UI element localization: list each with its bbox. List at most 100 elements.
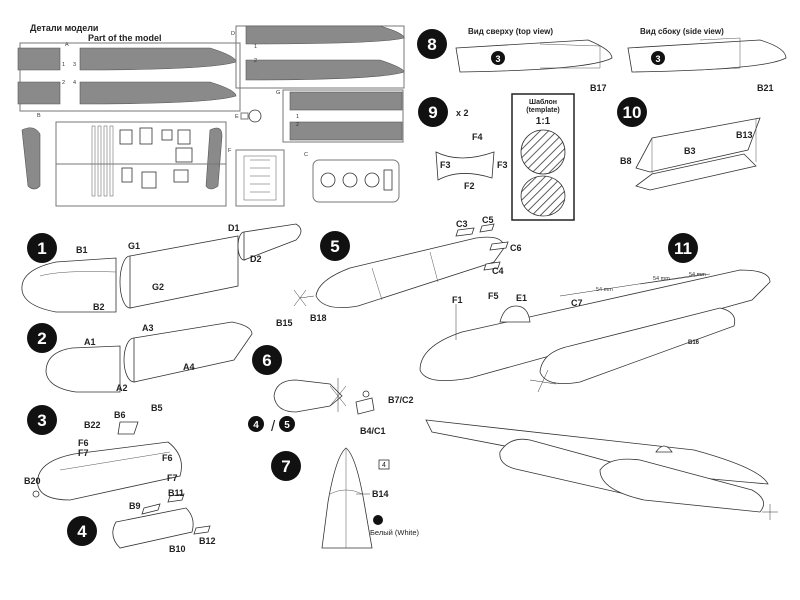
step-7-badge [271, 451, 301, 481]
step-11-label-f5: F5 [488, 291, 499, 301]
step-3-badge [27, 405, 57, 435]
step-11: 11 F1 F5 E1 C7 B16 54 mm 54 mm 54 mm [419, 233, 778, 520]
sprue-c: C [304, 152, 400, 203]
step-1-label-d1: D1 [228, 223, 240, 233]
template-title-en: (template) [526, 107, 559, 114]
step-2-label-a1: A1 [84, 337, 96, 347]
step-4-label-b9: B9 [129, 501, 141, 511]
template-disc-lower [520, 175, 566, 217]
step-1-label-b1: B1 [76, 245, 88, 255]
step-9-number: 9 [428, 103, 437, 122]
step-7-number: 7 [281, 457, 290, 476]
step-7: 7 4 B14 Белый (White) [271, 447, 420, 549]
step-5-label-c5: C5 [482, 215, 494, 225]
step-1-label-g1: G1 [128, 241, 140, 251]
step-4-label-b11: B11 [168, 488, 184, 498]
sprue-g-num-2: 2 [296, 122, 299, 128]
step-2-badge [27, 323, 57, 353]
step-3-label-b6: B6 [114, 410, 126, 420]
step-7-ref-box [378, 459, 390, 470]
step-3-label-b5: B5 [151, 403, 163, 413]
step-11-number: 11 [674, 239, 692, 258]
step-6-number: 6 [262, 351, 271, 370]
step-11-label-c7: C7 [571, 298, 583, 308]
step-11-dim-3: 54 mm [689, 272, 706, 278]
step-9-label-f3a: F3 [440, 160, 451, 170]
step-9-label-f2: F2 [464, 181, 475, 191]
step-3-label-b22: B22 [84, 420, 101, 430]
step-3: 3 B22 B6 B5 F6 F7 F6 F7 B20 [24, 403, 182, 501]
step-1-number: 1 [37, 239, 46, 258]
step-6-ref-a: 4 [253, 420, 259, 431]
step-6-label-b4c1: B4/C1 [360, 426, 386, 436]
step-5-label-b15: B15 [276, 318, 293, 328]
step-8-label-b21: B21 [757, 83, 774, 93]
step-8-badge [417, 29, 447, 59]
step-3-number: 3 [37, 411, 46, 430]
step-11-badge [668, 233, 698, 263]
step-8-ref-side: 3 [655, 54, 660, 64]
step-10-label-b3: B3 [684, 146, 696, 156]
step-1-badge [27, 233, 57, 263]
sprue-c-letter: C [304, 152, 308, 158]
step-4-label-b12: B12 [199, 536, 216, 546]
step-5-label-c3: C3 [456, 219, 468, 229]
step-6-ref-a-badge [248, 416, 264, 432]
sprue-a-num-3: 3 [73, 62, 76, 68]
template-title-ru: Шаблон [529, 98, 557, 106]
step-9: 9 x 2 F4 F3 F3 F2 Шаблон (template) 1:1 [418, 93, 575, 221]
step-2-label-a2: A2 [116, 383, 128, 393]
step-1-label-g2: G2 [152, 282, 164, 292]
sprue-a: A 1 3 2 4 [17, 42, 241, 112]
step-11-label-f1: F1 [452, 295, 463, 305]
step-6-ref-b-badge [279, 416, 295, 432]
step-2-label-a3: A3 [142, 323, 154, 333]
step-8-top-view: Вид сверху (top view) [468, 27, 553, 36]
step-1: 1 B1 G1 D1 D2 B2 G2 [21, 223, 302, 313]
sprue-g-num-1: 1 [296, 114, 299, 120]
step-9-label-f4: F4 [472, 132, 483, 142]
step-11-dim-2: 54 mm [653, 276, 670, 282]
header-title-en: Part of the model [88, 33, 162, 43]
step-6-ref-b: 5 [284, 420, 290, 431]
step-5-number: 5 [330, 237, 339, 256]
sprue-f: F [228, 148, 285, 207]
parts-header: Детали модели Part of the model [30, 23, 162, 43]
assembly-lower-torpedo-upper [539, 307, 736, 385]
step-6: 6 B7/C2 B4/C1 4 / 5 [248, 345, 414, 436]
step-9-label-f3b: F3 [497, 160, 508, 170]
header-title-ru: Детали модели [30, 23, 98, 33]
sprue-e: E [235, 109, 262, 123]
step-6-label-b7c2: B7/C2 [388, 395, 414, 405]
step-4-badge [67, 516, 97, 546]
sprue-a-num-2: 2 [62, 80, 65, 86]
step-9-multiplier: x 2 [456, 108, 469, 118]
step-2-number: 2 [37, 329, 46, 348]
step-4-number: 4 [77, 522, 87, 541]
step-5-badge [320, 231, 350, 261]
sprue-f-letter: F [228, 148, 232, 154]
step-4: 4 B9 B11 B12 B10 [67, 488, 216, 554]
sprue-d-num-1: 1 [254, 44, 257, 50]
sprue-a-num-4: 4 [73, 80, 76, 86]
assembly-main-hull-upper [419, 269, 771, 382]
step-5-label-c6: C6 [510, 243, 522, 253]
step-3-label-f7a: F7 [78, 448, 89, 458]
step-8-side-view: Вид сбоку (side view) [640, 27, 724, 36]
paint-white-icon [373, 515, 383, 525]
step-11-label-b16: B16 [688, 340, 700, 346]
step-8-label-b17: B17 [590, 83, 607, 93]
step-6-badge [252, 345, 282, 375]
step-10-label-b8: B8 [620, 156, 632, 166]
step-8-ref-badge-top [491, 51, 505, 65]
step-2-label-a4: A4 [183, 362, 195, 372]
step-5: 5 C3 C5 C6 C4 B15 B18 [276, 215, 522, 328]
sprue-d-num-2: 2 [254, 58, 257, 64]
sprue-b: B [21, 113, 227, 207]
step-3-label-f6b: F6 [162, 453, 173, 463]
sprue-g: G 1 2 [276, 89, 404, 143]
step-8: 8 Вид сверху (top view) Вид сбоку (side … [417, 27, 787, 93]
step-11-dim-1: 54 mm [596, 287, 613, 293]
sprue-a-letter: A [65, 42, 69, 48]
